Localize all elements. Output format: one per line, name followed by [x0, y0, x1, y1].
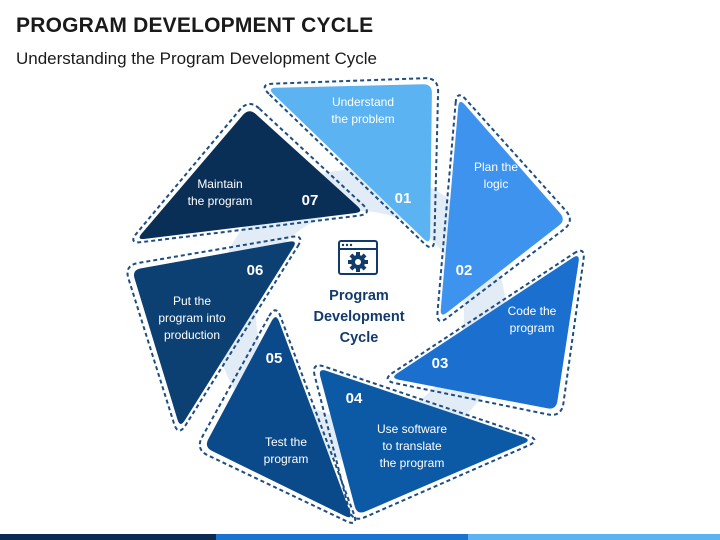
- step-triangle: [394, 256, 579, 409]
- page-subtitle: Understanding the Program Development Cy…: [16, 49, 377, 68]
- step-triangle: [206, 317, 351, 518]
- gear-window-icon: [338, 240, 378, 275]
- step-label-line: Test the: [265, 435, 307, 449]
- step-number: 05: [266, 350, 283, 367]
- step-dashed-outline: [132, 103, 368, 244]
- step-triangle: [319, 370, 528, 513]
- step-label-line: Understand: [332, 95, 394, 109]
- bottom-bar-segment-1: [0, 534, 216, 540]
- step-label-line: the problem: [331, 112, 394, 126]
- cycle-step-03: Code the program 03: [386, 249, 585, 416]
- step-label-line: Put the: [173, 294, 211, 308]
- step-number: 06: [247, 262, 264, 279]
- step-label-line: program: [510, 321, 555, 335]
- center-label-line-3: Cycle: [340, 330, 379, 346]
- step-dashed-outline: [386, 249, 585, 416]
- bottom-bar-segment-3: [468, 534, 720, 540]
- step-number: 03: [432, 355, 449, 372]
- step-label-line: to translate: [382, 439, 442, 453]
- step-number: 01: [395, 190, 412, 207]
- cycle-step-05: Test the program 05: [198, 309, 357, 524]
- step-dashed-outline: [436, 94, 571, 322]
- page-title: PROGRAM DEVELOPMENT CYCLE: [16, 14, 374, 37]
- step-label-line: Use software: [377, 422, 447, 436]
- step-label-line: program into: [158, 311, 226, 325]
- step-label-line: program: [264, 452, 309, 466]
- step-number: 04: [346, 390, 363, 407]
- step-label-line: production: [164, 328, 220, 342]
- step-number: 02: [456, 262, 473, 279]
- cycle-step-04: Use software to translate the program 04: [312, 364, 536, 520]
- step-label-line: the program: [188, 194, 253, 208]
- bottom-color-bar: [0, 534, 720, 540]
- center-block: Program Development Cycle: [313, 240, 405, 346]
- bottom-bar-segment-2: [216, 534, 468, 540]
- cycle-step-06: Put the program into production 06: [126, 235, 302, 432]
- cycle-step-01: Understand the problem 01: [263, 77, 440, 249]
- step-triangle: [270, 84, 432, 242]
- step-dashed-outline: [198, 309, 357, 524]
- center-label-line-2: Development: [313, 309, 404, 325]
- step-label-line: logic: [484, 177, 509, 191]
- step-label-line: Maintain: [197, 177, 242, 191]
- cycle-step-02: Plan the logic 02: [436, 94, 571, 322]
- center-label-line-1: Program: [329, 288, 389, 304]
- step-triangle: [440, 101, 563, 315]
- cycle-step-07: Maintain the program 07: [132, 103, 368, 244]
- step-label-line: Plan the: [474, 160, 518, 174]
- step-label-line: Code the: [508, 304, 557, 318]
- step-dashed-outline: [312, 364, 536, 520]
- step-label-line: the program: [380, 456, 445, 470]
- step-dashed-outline: [126, 235, 302, 432]
- step-triangle: [139, 111, 361, 240]
- step-dashed-outline: [263, 77, 440, 249]
- step-number: 07: [302, 192, 319, 209]
- step-triangle: [134, 241, 295, 424]
